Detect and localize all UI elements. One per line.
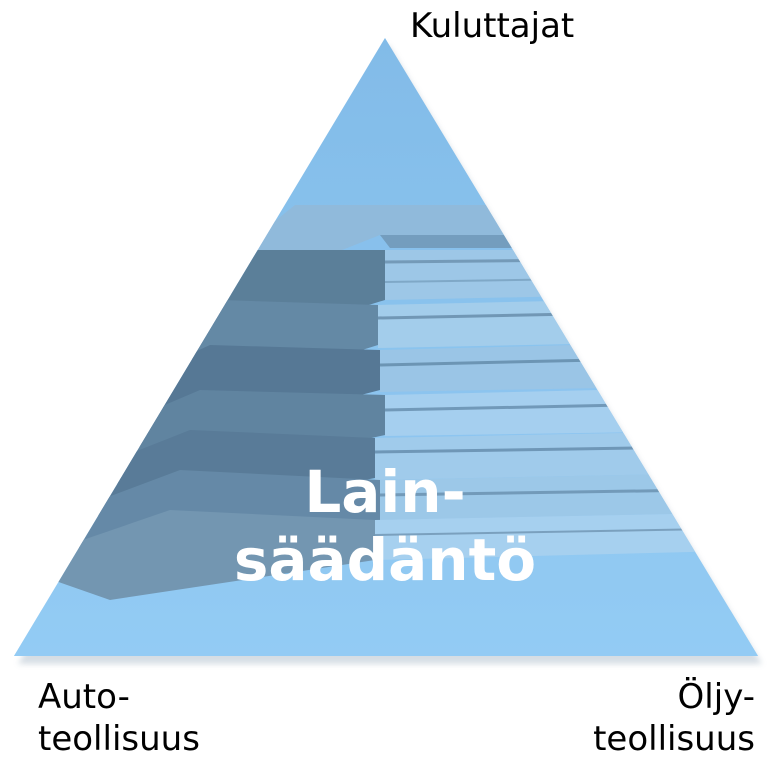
center-label-line1: Lain- xyxy=(304,458,466,526)
center-label-line2: säädäntö xyxy=(233,526,537,594)
bottom-right-label-line1: Öljy- xyxy=(677,677,755,717)
bottom-left-label: Auto- teollisuus xyxy=(38,676,200,760)
apex-label: Kuluttajat xyxy=(410,5,574,47)
bottom-left-label-line2: teollisuus xyxy=(38,719,200,759)
center-label: Lain- säädäntö xyxy=(200,458,570,594)
bottom-right-label: Öljy- teollisuus xyxy=(560,676,755,760)
bottom-right-label-line2: teollisuus xyxy=(593,719,755,759)
apex-label-text: Kuluttajat xyxy=(410,6,575,46)
bottom-left-label-line1: Auto- xyxy=(38,677,130,717)
